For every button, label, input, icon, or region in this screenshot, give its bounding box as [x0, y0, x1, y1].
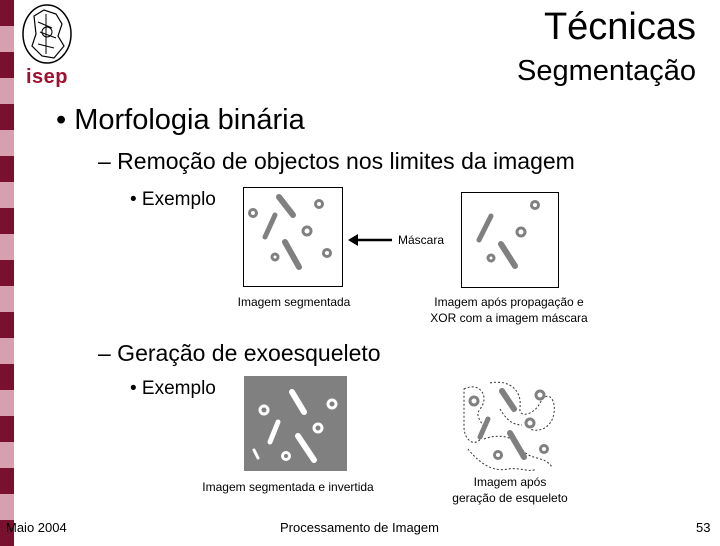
caption-inverted: Imagem segmentada e invertida — [202, 480, 374, 494]
xor-result-image — [461, 192, 559, 288]
slide-subtitle: Segmentação — [517, 55, 696, 87]
slide-title: Técnicas — [543, 6, 696, 48]
footer-title: Processamento de Imagem — [280, 520, 439, 535]
dash-exoesqueleto: – Geração de exoesqueleto — [98, 340, 381, 366]
caption-skeleton-line1: Imagem após — [473, 475, 547, 489]
mask-label: Máscara — [398, 233, 445, 247]
skeleton-image — [460, 379, 558, 475]
segmented-image — [243, 187, 343, 287]
bullet-morfologia: • Morfologia binária — [56, 104, 305, 136]
institution-logo — [22, 4, 72, 64]
caption-skeleton-line2: geração de esqueleto — [452, 491, 568, 505]
logo-text: isep — [26, 66, 69, 88]
decorative-side-strip — [0, 0, 14, 546]
sub-bullet-exemplo-2: • Exemplo — [130, 378, 216, 399]
caption-after-line1: Imagem após propagação e — [434, 295, 584, 309]
caption-segmented: Imagem segmentada — [237, 295, 351, 309]
footer-date: Maio 2004 — [6, 520, 67, 535]
inverted-image — [244, 376, 347, 471]
page-number: 53 — [696, 520, 711, 535]
sub-bullet-exemplo-1: • Exemplo — [130, 189, 216, 210]
caption-after-line2: XOR com a imagem máscara — [430, 311, 588, 325]
dash-remocao: – Remoção de objectos nos limites da ima… — [98, 148, 575, 174]
arrow-left-icon — [348, 234, 392, 246]
